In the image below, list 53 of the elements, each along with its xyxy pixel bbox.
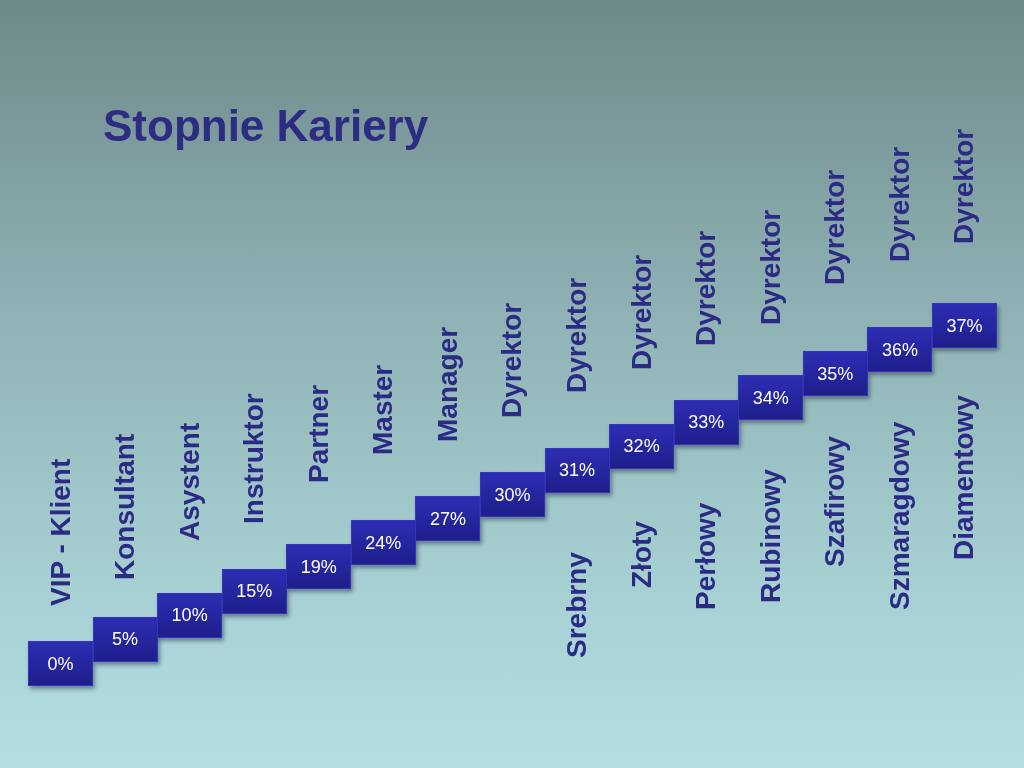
rank-title: Dyrektor xyxy=(754,209,787,325)
percent-label: 35% xyxy=(817,364,854,383)
percent-label: 27% xyxy=(429,509,466,528)
step-block xyxy=(415,496,481,542)
percent-label: 0% xyxy=(47,654,74,673)
rank-title: Instruktor xyxy=(238,393,271,524)
step-block xyxy=(673,399,739,445)
percent-label: 15% xyxy=(236,582,273,601)
tier-name: Rubinowy xyxy=(754,469,787,603)
rank-title: Master xyxy=(367,364,400,455)
step-block xyxy=(157,592,223,638)
step-block xyxy=(931,303,997,349)
step-block xyxy=(350,520,416,566)
percent-label: 37% xyxy=(946,316,983,335)
step-block xyxy=(738,375,804,421)
percent-label: 32% xyxy=(623,437,660,456)
percent-label: 36% xyxy=(881,340,918,359)
step-block xyxy=(802,351,868,397)
rank-title: Dyrektor xyxy=(560,277,593,393)
tier-name: Diamentowy xyxy=(948,395,981,560)
step-block xyxy=(28,641,93,686)
rank-title: Konsultant xyxy=(108,433,141,580)
step-block xyxy=(221,568,287,614)
rank-title: Asystent xyxy=(173,422,206,541)
tier-name: Srebrny xyxy=(560,552,593,658)
tier-name: Złoty xyxy=(625,521,658,588)
step-block xyxy=(544,447,610,493)
percent-label: 10% xyxy=(171,606,208,625)
title: Stopnie Kariery xyxy=(103,100,429,152)
rank-title: Dyrektor xyxy=(819,169,852,285)
rank-title: Dyrektor xyxy=(625,254,658,370)
step-block xyxy=(867,327,933,373)
step-block xyxy=(286,544,352,590)
percent-label: 19% xyxy=(300,557,337,576)
percent-label: 24% xyxy=(365,533,402,552)
percent-label: 30% xyxy=(494,485,531,504)
percent-label: 34% xyxy=(752,388,789,407)
percent-label: 5% xyxy=(112,630,139,649)
step-block xyxy=(480,472,545,517)
step-block xyxy=(92,616,158,662)
percent-label: 31% xyxy=(559,461,596,480)
rank-title: Dyrektor xyxy=(690,230,723,346)
step-block xyxy=(609,423,675,469)
tier-name: Perłowy xyxy=(690,502,723,610)
rank-title: Dyrektor xyxy=(883,146,916,262)
rank-title: Dyrektor xyxy=(496,302,529,418)
tier-name: Szmaragdowy xyxy=(883,421,916,610)
tier-name: Szafirowy xyxy=(819,436,852,567)
rank-title: Partner xyxy=(302,384,335,483)
rank-title: VIP - Klient xyxy=(44,458,77,606)
percent-label: 33% xyxy=(688,413,725,432)
rank-title: Manager xyxy=(431,326,464,442)
rank-title: Dyrektor xyxy=(948,128,981,244)
